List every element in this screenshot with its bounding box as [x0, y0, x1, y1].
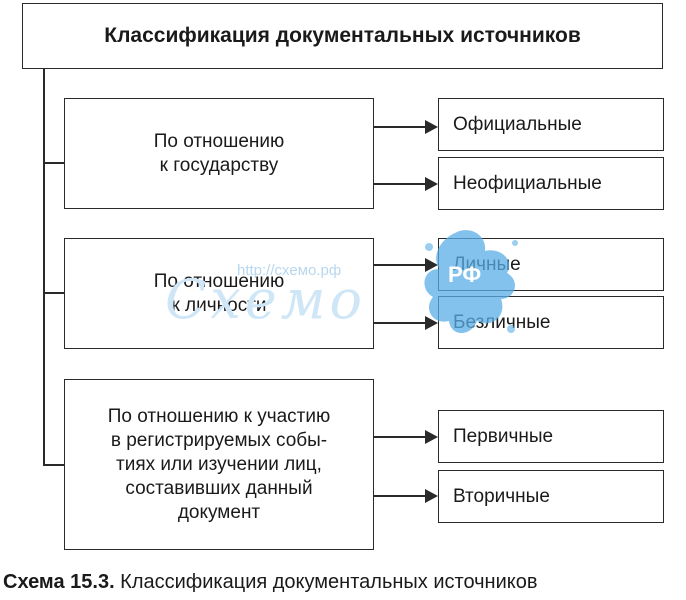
arrowhead-3b	[425, 489, 438, 503]
leaf-secondary: Вторичные	[438, 470, 664, 523]
arrowhead-2a	[425, 258, 438, 272]
connector-cat2	[43, 292, 64, 294]
category-participation-line-1: По отношению к участию	[107, 405, 331, 427]
leaf-impersonal: Безличные	[438, 296, 664, 349]
arrow-line-2a	[373, 264, 426, 266]
category-state-line-1: По отношению	[153, 130, 285, 152]
arrow-line-2b	[373, 322, 426, 324]
leaf-personal-label: Личные	[453, 253, 521, 275]
arrow-line-1b	[373, 183, 426, 185]
leaf-unofficial-label: Неофициальные	[453, 172, 602, 194]
figure-caption: Схема 15.3. Классификация документальных…	[3, 571, 538, 594]
leaf-official: Официальные	[438, 98, 664, 151]
arrowhead-1a	[425, 120, 438, 134]
category-participation-line-2: в регистрируемых собы-	[110, 429, 328, 451]
category-box-participation: По отношению к участию в регистрируемых …	[64, 379, 374, 550]
category-personality-line-1: По отношению	[153, 270, 285, 292]
leaf-primary: Первичные	[438, 410, 664, 463]
diagram-title: Классификация документальных источников	[104, 24, 581, 47]
leaf-primary-label: Первичные	[453, 425, 554, 447]
main-spine	[43, 68, 45, 465]
category-participation-line-4: составивших данный	[125, 477, 313, 499]
connector-cat3	[43, 464, 64, 466]
category-participation-line-5: документ	[177, 501, 261, 523]
arrow-line-1a	[373, 126, 426, 128]
leaf-secondary-label: Вторичные	[453, 485, 550, 507]
arrow-line-3a	[373, 436, 426, 438]
leaf-unofficial: Неофициальные	[438, 157, 664, 210]
arrow-line-3b	[373, 495, 426, 497]
leaf-impersonal-label: Безличные	[453, 311, 551, 333]
category-state-line-2: к государству	[159, 154, 279, 176]
caption-text: Классификация документальных источников	[114, 571, 538, 593]
category-box-state: По отношению к государству	[64, 98, 374, 209]
category-personality-line-2: к личности	[171, 294, 267, 316]
category-box-personality: По отношению к личности	[64, 238, 374, 349]
title-box: Классификация документальных источников	[22, 3, 663, 69]
leaf-personal: Личные	[438, 238, 664, 291]
category-participation-line-3: тиях или изучении лиц,	[116, 453, 322, 475]
caption-label: Схема 15.3.	[3, 571, 115, 593]
leaf-official-label: Официальные	[453, 113, 582, 135]
arrowhead-2b	[425, 316, 438, 330]
arrowhead-3a	[425, 430, 438, 444]
arrowhead-1b	[425, 177, 438, 191]
connector-cat1	[43, 162, 64, 164]
